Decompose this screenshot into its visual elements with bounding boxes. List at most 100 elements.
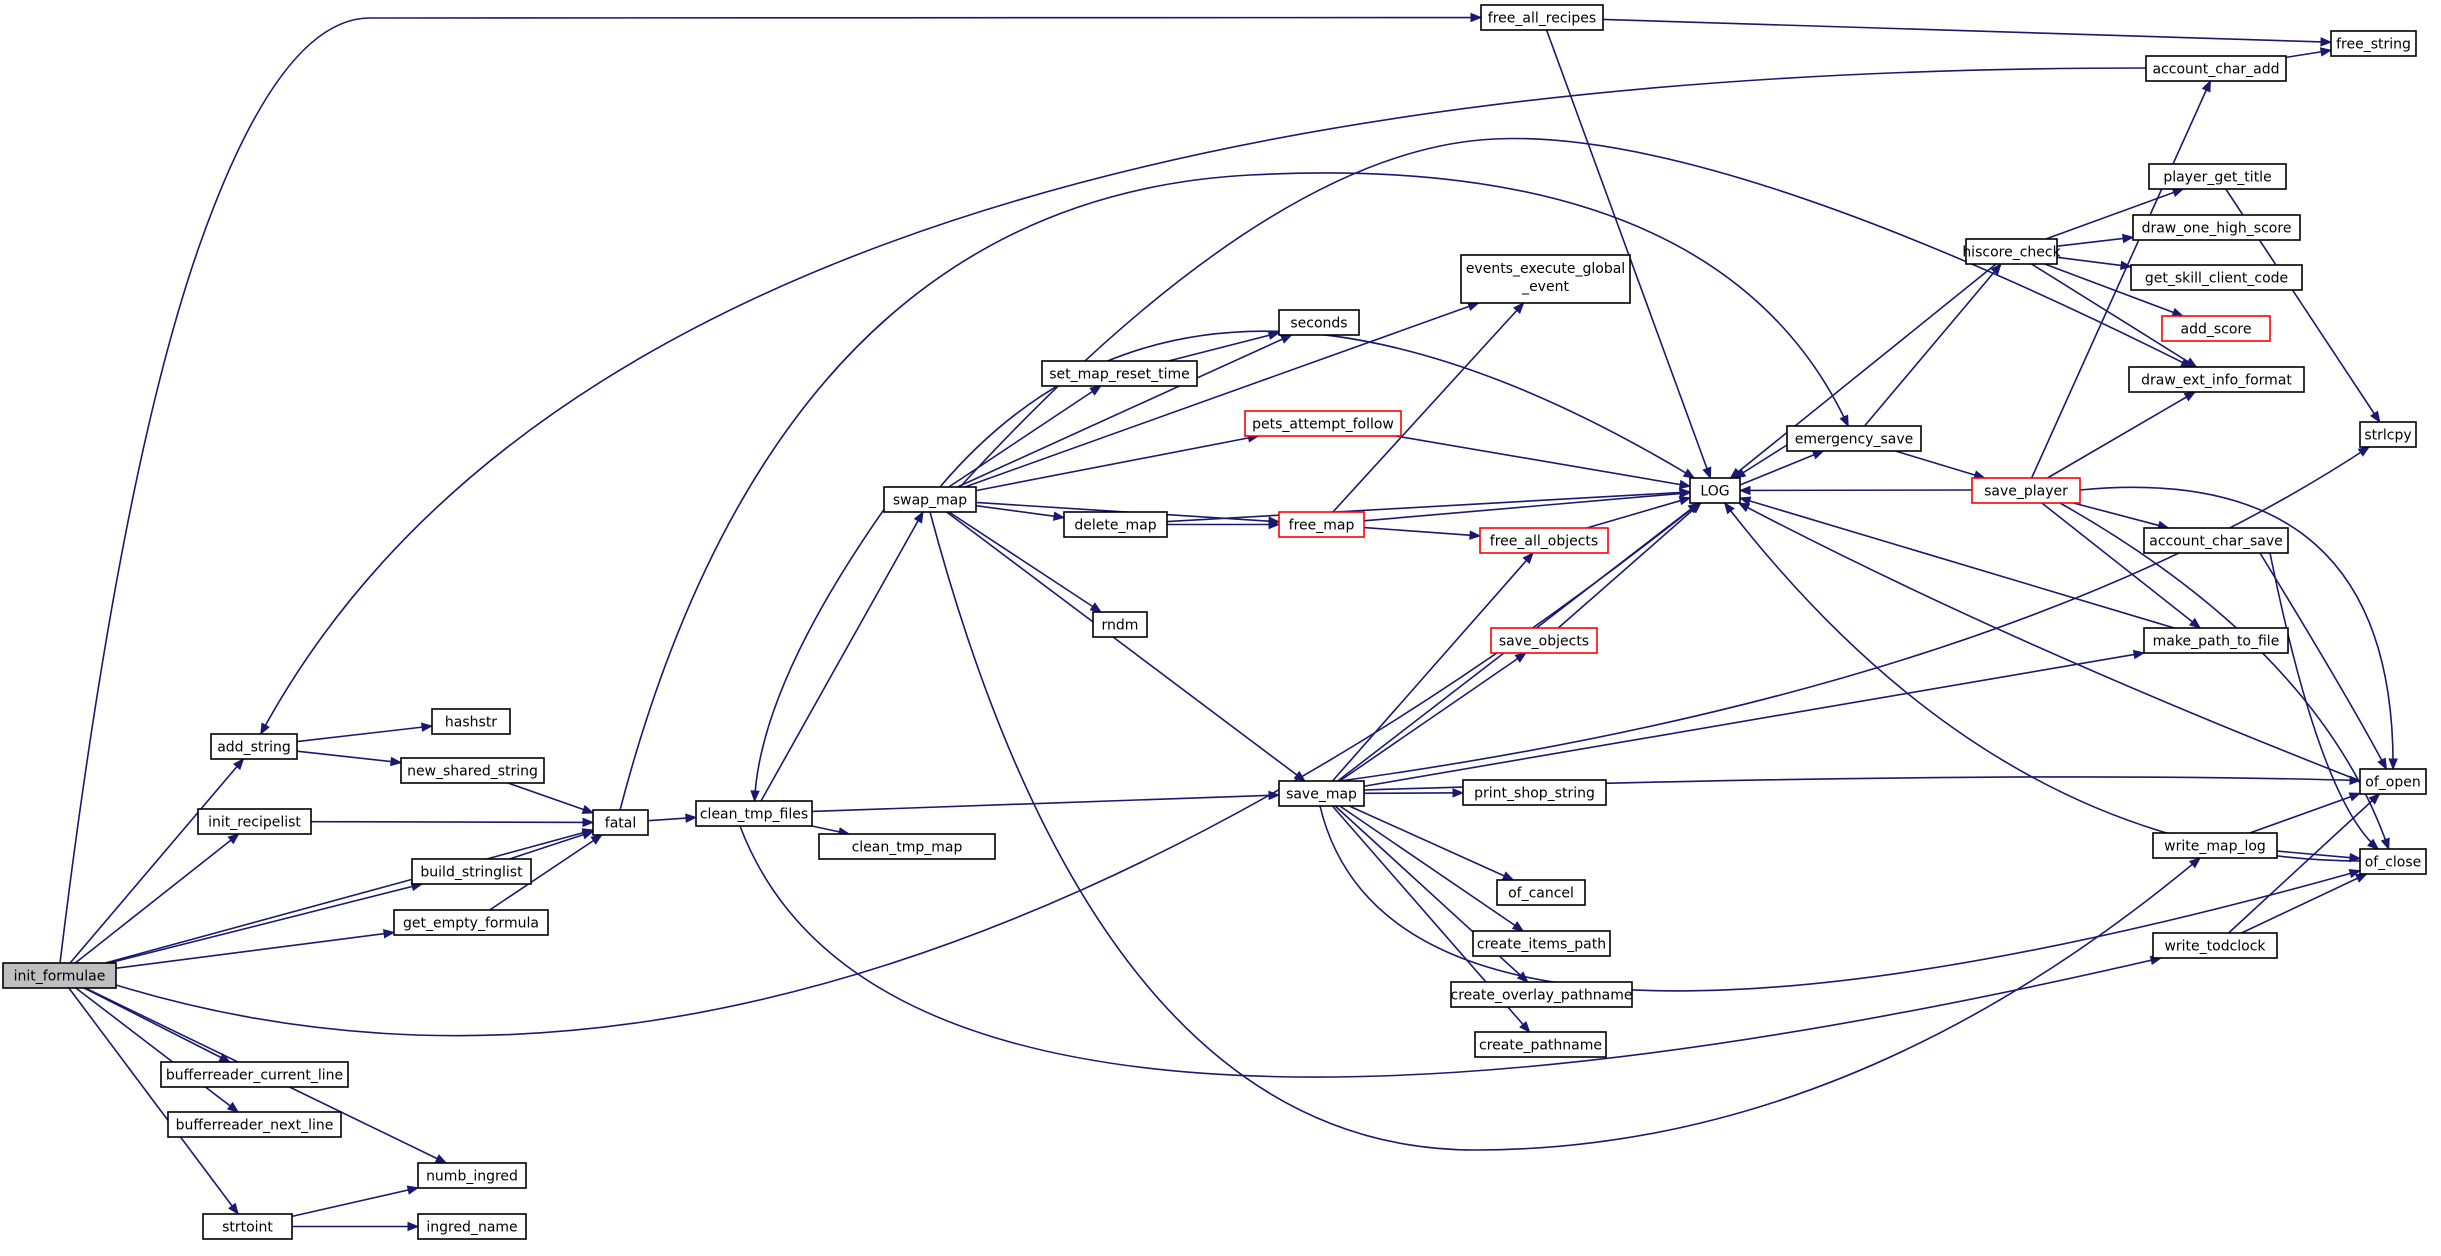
function-node-get_skill_client_code[interactable]: get_skill_client_code [2130, 264, 2303, 291]
arrowhead [1702, 466, 1712, 480]
function-node-free_map[interactable]: free_map [1278, 511, 1365, 538]
arrowhead [232, 757, 245, 771]
call-edge-save_player-to-make_path_to_file [2041, 502, 2202, 629]
arrowhead [2348, 792, 2362, 802]
node-box [1479, 527, 1609, 554]
function-node-LOG[interactable]: LOG [1689, 477, 1741, 504]
function-node-events_execute_global_event[interactable]: events_execute_global_event [1460, 254, 1631, 304]
function-node-player_get_title[interactable]: player_get_title [2148, 163, 2287, 190]
function-node-add_string[interactable]: add_string [210, 733, 298, 760]
call-edge-make_path_to_file-to-LOG [1738, 496, 2175, 629]
arrowhead [2320, 37, 2333, 47]
edge-line [1331, 552, 1534, 782]
function-node-fatal[interactable]: fatal [592, 809, 649, 836]
edge-line [507, 782, 594, 814]
call-edge-init_recipelist-to-fatal [310, 817, 595, 828]
function-node-free_string[interactable]: free_string [2330, 30, 2417, 57]
function-node-bufferreader_next_line[interactable]: bufferreader_next_line [167, 1111, 342, 1138]
function-node-new_shared_string[interactable]: new_shared_string [400, 757, 545, 784]
edge-line [489, 834, 603, 911]
function-node-write_map_log[interactable]: write_map_log [2152, 832, 2278, 859]
arrowhead [1687, 502, 1700, 514]
call-edge-swap_map-to-draw_ext_info_format [959, 137, 2193, 488]
call-edge-init_formulae-to-get_empty_formula [115, 929, 396, 970]
function-node-of_open[interactable]: of_open [2359, 768, 2427, 795]
call-edge-swap_map-to-clean_tmp_files [750, 486, 901, 803]
edge-line [1363, 526, 1481, 537]
function-node-print_shop_string[interactable]: print_shop_string [1462, 779, 1607, 806]
call-edge-get_empty_formula-to-fatal [489, 834, 603, 911]
function-node-rndm[interactable]: rndm [1092, 611, 1148, 638]
function-node-create_pathname[interactable]: create_pathname [1474, 1031, 1607, 1058]
edge-line [310, 820, 594, 824]
call-edge-pets_attempt_follow-to-LOG [1395, 435, 1692, 490]
edge-line [1363, 491, 1691, 522]
edge-line [2031, 263, 2197, 368]
function-node-create_overlay_pathname[interactable]: create_overlay_pathname [1450, 981, 1633, 1008]
edge-line [105, 829, 594, 964]
function-node-draw_ext_info_format[interactable]: draw_ext_info_format [2128, 366, 2305, 393]
function-node-clean_tmp_files[interactable]: clean_tmp_files [695, 800, 813, 827]
arrowhead [227, 833, 240, 845]
function-node-set_map_reset_time[interactable]: set_map_reset_time [1041, 360, 1198, 387]
function-node-save_player[interactable]: save_player [1971, 477, 2081, 504]
edge-line [1602, 18, 2332, 43]
function-node-init_recipelist[interactable]: init_recipelist [197, 808, 312, 835]
function-node-free_all_objects[interactable]: free_all_objects [1479, 527, 1609, 554]
node-label: free_all_recipes [1488, 11, 1596, 27]
node-box [411, 858, 532, 885]
call-edge-account_char_add-to-add_string [260, 67, 2147, 736]
node-box [400, 757, 545, 784]
node-box [1786, 425, 1922, 452]
function-node-bufferreader_current_line[interactable]: bufferreader_current_line [160, 1061, 349, 1088]
call-edge-save_map-to-print_shop_string [1363, 788, 1465, 798]
function-node-clean_tmp_map[interactable]: clean_tmp_map [818, 833, 996, 860]
function-node-numb_ingred[interactable]: numb_ingred [417, 1162, 527, 1189]
arrowhead [1513, 302, 1525, 314]
function-node-of_close[interactable]: of_close [2359, 848, 2427, 875]
node-label: free_map [1289, 518, 1355, 534]
function-node-hashstr[interactable]: hashstr [431, 708, 511, 735]
function-node-free_all_recipes[interactable]: free_all_recipes [1480, 4, 1604, 31]
call-edge-save_map-to-strlcpy [1339, 446, 2371, 782]
function-node-save_map[interactable]: save_map [1278, 780, 1365, 807]
edge-line [1724, 502, 2361, 862]
function-node-get_empty_formula[interactable]: get_empty_formula [393, 909, 549, 936]
call-edge-init_formulae-to-init_recipelist [74, 833, 240, 964]
call-edge-save_objects-to-LOG [1557, 502, 1702, 629]
node-label: hashstr [445, 715, 497, 731]
node-box [2330, 30, 2417, 57]
function-node-pets_attempt_follow[interactable]: pets_attempt_follow [1244, 410, 1402, 437]
function-node-swap_map[interactable]: swap_map [883, 486, 977, 513]
function-node-build_stringlist[interactable]: build_stringlist [411, 858, 532, 885]
node-label: init_formulae [14, 969, 106, 985]
function-node-strtoint[interactable]: strtoint [202, 1213, 293, 1240]
function-node-init_formulae[interactable]: init_formulae [2, 962, 117, 989]
call-edge-hiscore_check-to-LOG [1729, 263, 1997, 479]
function-node-create_items_path[interactable]: create_items_path [1472, 930, 1611, 957]
node-box [210, 733, 298, 760]
function-node-account_char_add[interactable]: account_char_add [2145, 55, 2287, 82]
call-edge-account_char_save-to-of_open [2259, 552, 2388, 771]
call-edge-free_all_recipes-to-LOG [1545, 29, 1712, 480]
function-node-account_char_save[interactable]: account_char_save [2143, 527, 2289, 554]
function-node-save_objects[interactable]: save_objects [1490, 627, 1598, 654]
function-node-ingred_name[interactable]: ingred_name [417, 1213, 527, 1240]
arrowhead [1729, 467, 1742, 479]
function-node-delete_map[interactable]: delete_map [1063, 511, 1168, 538]
edge-line [1863, 263, 2002, 427]
function-node-write_todclock[interactable]: write_todclock [2152, 932, 2278, 959]
function-node-of_cancel[interactable]: of_cancel [1496, 879, 1586, 906]
edge-line [509, 830, 594, 860]
function-node-add_score[interactable]: add_score [2161, 315, 2271, 342]
edge-line [1557, 502, 1702, 629]
edge-line [291, 1186, 419, 1218]
function-node-hiscore_check[interactable]: hiscore_check [1962, 238, 2062, 265]
call-edge-add_string-to-new_shared_string [296, 750, 403, 767]
function-node-draw_one_high_score[interactable]: draw_one_high_score [2132, 214, 2301, 241]
call-edge-save_player-to-account_char_add [2030, 79, 2212, 479]
function-node-make_path_to_file[interactable]: make_path_to_file [2143, 627, 2289, 654]
function-node-emergency_save[interactable]: emergency_save [1786, 425, 1922, 452]
function-node-seconds[interactable]: seconds [1278, 309, 1360, 336]
function-node-strlcpy[interactable]: strlcpy [2359, 421, 2417, 448]
